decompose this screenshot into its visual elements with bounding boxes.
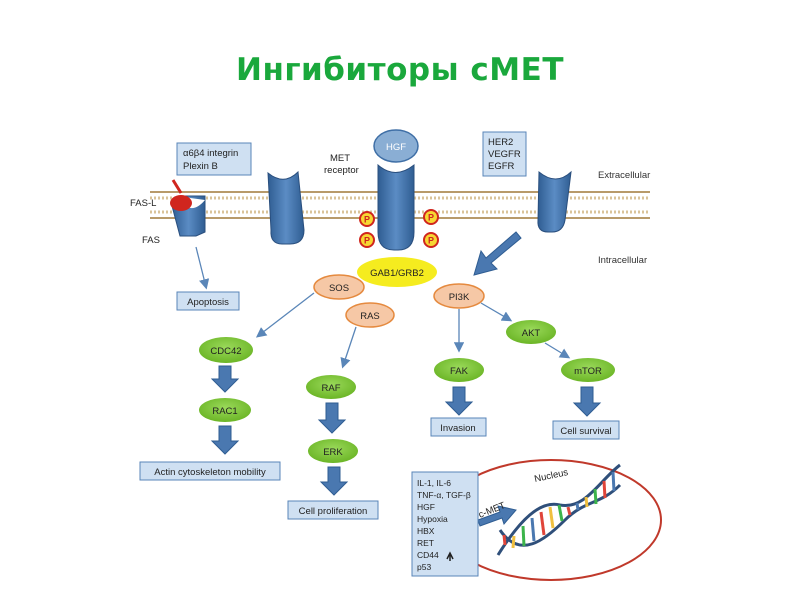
dna-helix xyxy=(496,463,622,556)
fas-to-apoptosis-arrow xyxy=(195,246,210,290)
her2-receptor xyxy=(537,170,572,233)
sos-node xyxy=(313,274,365,300)
regulator-4: Hypoxia xyxy=(417,514,448,524)
integrin-label: α6β4 integrin xyxy=(183,148,238,159)
actin-box: Actin cytoskeleton mobility xyxy=(139,461,281,481)
proliferation-box: Cell proliferation xyxy=(287,500,379,520)
raf-node xyxy=(306,375,356,399)
her2-vegfr-egfr-box: HER2 VEGFR EGFR xyxy=(482,131,527,177)
rac1-label: RAC1 xyxy=(212,406,237,417)
thin-arrows xyxy=(195,246,571,369)
ras-node xyxy=(345,302,395,328)
regulator-6: RET xyxy=(417,538,434,548)
integrin-receptor xyxy=(267,170,305,245)
intracellular-label: Intracellular xyxy=(598,255,647,266)
fas-l-label: FAS-L xyxy=(130,198,156,209)
extracellular-label: Extracellular xyxy=(598,170,650,181)
hgf-label: HGF xyxy=(386,142,406,153)
mtor-label: mTOR xyxy=(574,366,602,377)
met-receptor-label-1: MET xyxy=(330,153,350,164)
nucleus-label: Nucleus xyxy=(533,467,569,485)
rac1-to-actin-arrow xyxy=(210,425,240,455)
her2-label: HER2 xyxy=(488,137,513,148)
pi3k-label: PI3K xyxy=(449,292,470,303)
regulator-5: HBX xyxy=(417,526,435,536)
regulator-1: IL-1, IL-6 xyxy=(417,478,451,488)
pi3k-node xyxy=(433,283,485,309)
akt-label: AKT xyxy=(522,328,541,339)
cdc42-node xyxy=(199,337,253,363)
fas-receptor xyxy=(170,179,206,237)
block-arrows xyxy=(210,365,602,496)
gab1-grb2-node xyxy=(357,257,437,287)
mtor-to-survival-arrow xyxy=(572,386,602,417)
apoptosis-box: Apoptosis xyxy=(176,291,240,311)
ras-label: RAS xyxy=(360,311,380,322)
raf-to-erk-arrow xyxy=(317,402,347,434)
fak-label: FAK xyxy=(450,366,469,377)
akt-to-mtor-arrow xyxy=(544,342,571,359)
egfr-label: EGFR xyxy=(488,161,515,172)
slide-title: Ингибиторы cMET xyxy=(236,52,564,88)
erk-node xyxy=(308,439,358,463)
rac1-node xyxy=(199,398,251,422)
phospho-label-2: P xyxy=(364,236,370,246)
phospho-label-3: P xyxy=(428,213,434,223)
pi3k-to-akt-arrow xyxy=(480,302,513,322)
sos-label: SOS xyxy=(329,283,349,294)
phospho-label-4: P xyxy=(428,236,434,246)
regulator-7: CD44 xyxy=(417,550,439,560)
integrin-plexin-box: α6β4 integrin Plexin B xyxy=(176,142,252,176)
actin-label: Actin cytoskeleton mobility xyxy=(154,467,266,478)
erk-to-proliferation-arrow xyxy=(319,466,349,496)
phospho-sites-right: P P xyxy=(423,209,439,248)
her2-to-pi3k-arrow xyxy=(473,231,522,276)
plexin-label: Plexin B xyxy=(183,161,218,172)
cmet-arrow xyxy=(477,505,517,527)
phospho-label-1: P xyxy=(364,215,370,225)
proliferation-label: Cell proliferation xyxy=(299,506,368,517)
raf-label: RAF xyxy=(322,383,341,394)
fak-node xyxy=(434,358,484,382)
met-receptor xyxy=(377,163,415,251)
regulator-8: p53 xyxy=(417,562,431,572)
akt-node xyxy=(506,320,556,344)
survival-box: Cell survival xyxy=(552,420,620,440)
met-receptor-label-2: receptor xyxy=(324,165,359,176)
invasion-label: Invasion xyxy=(440,423,475,434)
vegfr-label: VEGFR xyxy=(488,149,521,160)
erk-label: ERK xyxy=(323,447,343,458)
fas-label: FAS xyxy=(142,235,160,246)
phospho-sites-left: P P xyxy=(359,211,375,248)
survival-label: Cell survival xyxy=(560,426,611,437)
regulator-3: HGF xyxy=(417,502,435,512)
sos-to-cdc42-arrow xyxy=(255,292,315,338)
apoptosis-label: Apoptosis xyxy=(187,297,229,308)
hgf-ligand: HGF xyxy=(373,129,419,163)
cdc42-label: CDC42 xyxy=(210,346,241,357)
invasion-box: Invasion xyxy=(430,417,487,437)
mtor-node xyxy=(561,358,615,382)
cd44-up-arrow-icon xyxy=(446,551,454,561)
gab1-grb2-label: GAB1/GRB2 xyxy=(370,268,424,279)
cdc42-to-rac1-arrow xyxy=(210,365,240,393)
ras-to-raf-arrow xyxy=(340,326,357,369)
regulators-box: IL-1, IL-6 TNF-α, TGF-β HGF Hypoxia HBX … xyxy=(411,471,479,577)
regulator-2: TNF-α, TGF-β xyxy=(417,490,471,500)
fak-to-invasion-arrow xyxy=(444,386,474,416)
